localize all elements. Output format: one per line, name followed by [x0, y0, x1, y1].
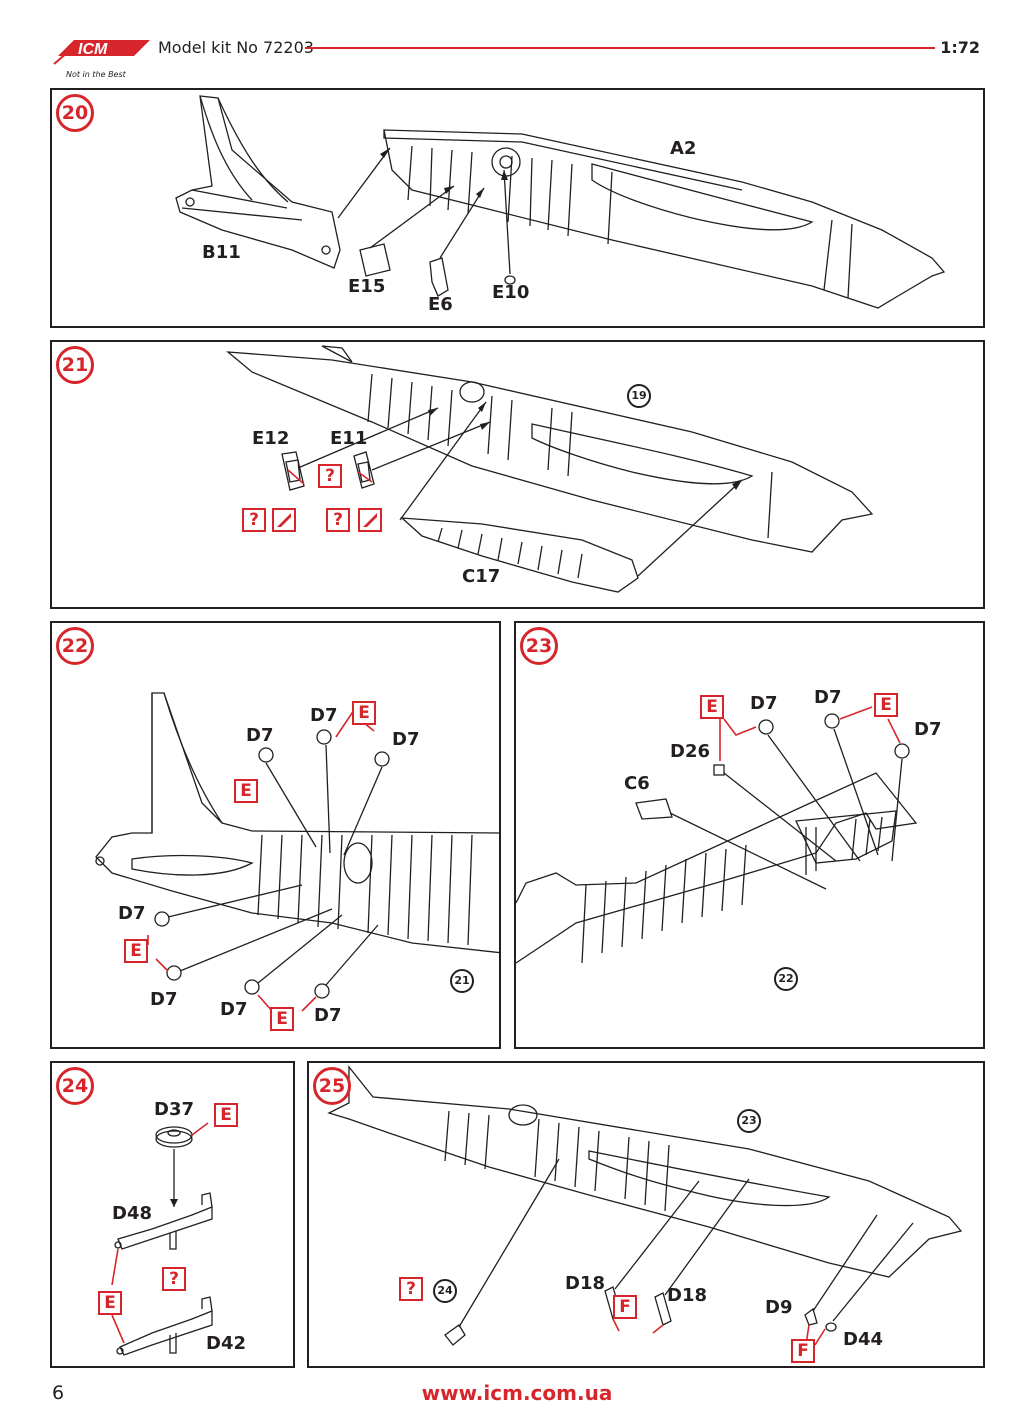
- part-label-a2: A2: [670, 138, 697, 159]
- unknown-mark-box: ?: [399, 1277, 423, 1301]
- website-link[interactable]: www.icm.com.ua: [421, 1381, 613, 1405]
- step-23-drawing: [516, 706, 918, 964]
- step-23-badge: 23: [520, 627, 558, 665]
- icm-logo: ICM: [52, 34, 152, 82]
- unknown-mark-box: ?: [242, 508, 266, 532]
- step-22-drawing: [95, 692, 499, 1012]
- paint-brush-icon: [358, 508, 382, 532]
- step-24-badge: 24: [56, 1067, 94, 1105]
- part-label-d42: D42: [206, 1333, 246, 1354]
- glue-mark-box: E: [270, 1007, 294, 1031]
- logo-tagline: Not in the Best: [66, 70, 126, 79]
- step-21-ref-19: 19: [627, 384, 651, 408]
- glue-mark-box: E: [98, 1291, 122, 1315]
- step-20-drawing: [175, 95, 946, 309]
- part-label-d48: D48: [112, 1203, 152, 1224]
- assembly-mark-box: F: [613, 1295, 637, 1319]
- step-21-panel: 21 19 E12 E11 ? ? ? C17: [50, 340, 985, 609]
- step-25-badge: 25: [313, 1067, 351, 1105]
- part-label-d7: D7: [220, 999, 248, 1020]
- part-label-d7: D7: [314, 1005, 342, 1026]
- unknown-mark-box: ?: [326, 508, 350, 532]
- part-label-d44: D44: [843, 1329, 883, 1350]
- part-label-d7: D7: [150, 989, 178, 1010]
- step-25-drawing: [327, 1065, 963, 1352]
- part-label-e6: E6: [428, 294, 453, 315]
- part-label-d37: D37: [154, 1099, 194, 1120]
- step-20-badge: 20: [56, 94, 94, 132]
- unknown-mark-box: ?: [318, 464, 342, 488]
- step-22-panel: 22 21 D7 D7 D7 D7 D7 D7 D7 E E E E: [50, 621, 501, 1049]
- part-label-d7: D7: [246, 725, 274, 746]
- model-kit-title: Model kit No 72203: [158, 38, 314, 57]
- part-label-d18: D18: [565, 1273, 605, 1294]
- part-label-d7: D7: [118, 903, 146, 924]
- header-rule: [305, 47, 935, 49]
- step-25-ref-24: 24: [433, 1279, 457, 1303]
- step-24-panel: 24 D37 E D48 ? E D42: [50, 1061, 295, 1368]
- step-24-drawing: [111, 1122, 213, 1356]
- part-label-d18: D18: [667, 1285, 707, 1306]
- part-label-d9: D9: [765, 1297, 793, 1318]
- step-23-ref-22: 22: [774, 967, 798, 991]
- part-label-e15: E15: [348, 276, 386, 297]
- scale-label: 1:72: [940, 38, 980, 57]
- page-number: 6: [52, 1382, 65, 1404]
- glue-mark-box: E: [874, 693, 898, 717]
- part-label-d7: D7: [814, 687, 842, 708]
- part-label-c17: C17: [462, 566, 501, 587]
- part-label-b11: B11: [202, 242, 241, 263]
- paint-brush-icon: [272, 508, 296, 532]
- step-25-ref-23: 23: [737, 1109, 761, 1133]
- part-label-e12: E12: [252, 428, 290, 449]
- part-label-e10: E10: [492, 282, 530, 303]
- part-label-d7: D7: [392, 729, 420, 750]
- step-21-badge: 21: [56, 346, 94, 384]
- part-label-d7: D7: [914, 719, 942, 740]
- part-label-d26: D26: [670, 741, 710, 762]
- step-25-panel: 25 23 ? 24 D18 F D18 D9 D44 F: [307, 1061, 985, 1368]
- glue-mark-box: E: [700, 695, 724, 719]
- unknown-mark-box: ?: [162, 1267, 186, 1291]
- part-label-d7: D7: [310, 705, 338, 726]
- glue-mark-box: E: [214, 1103, 238, 1127]
- svg-text:ICM: ICM: [78, 41, 108, 58]
- part-label-d7: D7: [750, 693, 778, 714]
- glue-mark-box: E: [234, 779, 258, 803]
- step-20-panel: 20 A2 B11 E15 E6 E10: [50, 88, 985, 328]
- part-label-e11: E11: [330, 428, 368, 449]
- glue-mark-box: E: [124, 939, 148, 963]
- assembly-mark-box: F: [791, 1339, 815, 1363]
- step-22-badge: 22: [56, 627, 94, 665]
- part-label-c6: C6: [624, 773, 650, 794]
- step-22-ref-21: 21: [450, 969, 474, 993]
- glue-mark-box: E: [352, 701, 376, 725]
- step-23-panel: 23 22 D7 D7 D7 D26 C6 E E: [514, 621, 985, 1049]
- step-21-drawing: [226, 345, 874, 593]
